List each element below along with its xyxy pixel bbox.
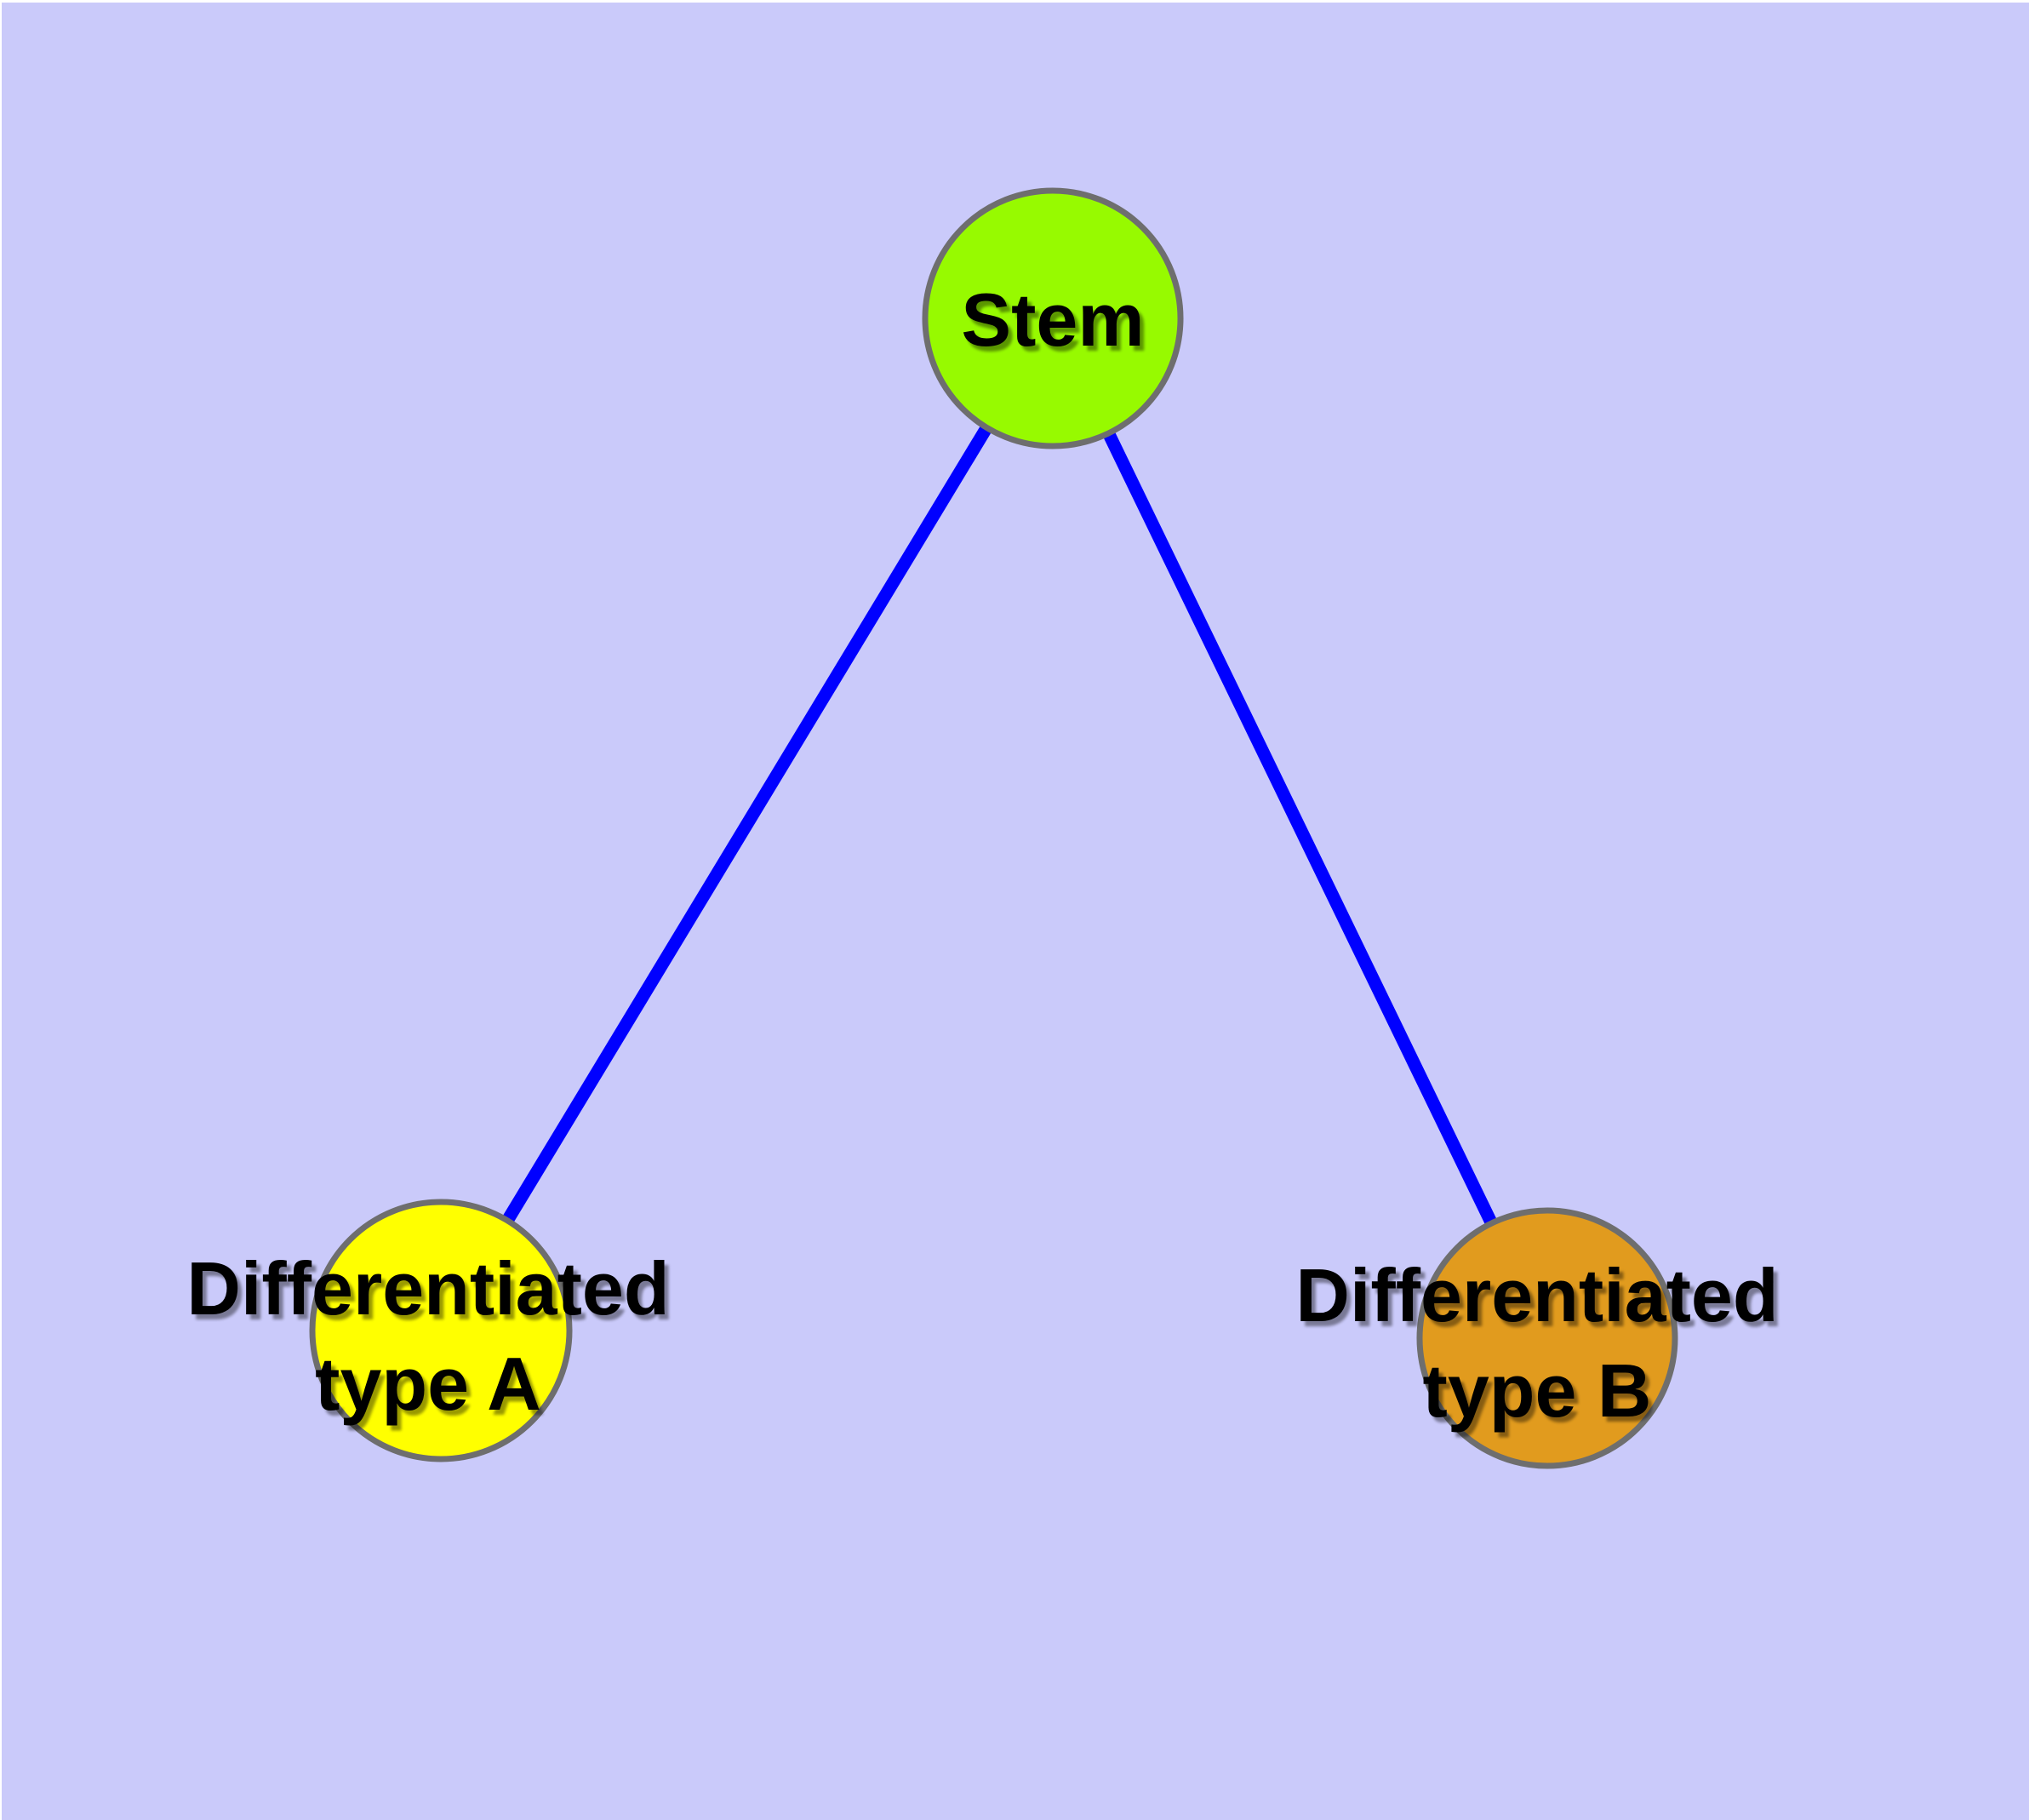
node-stem bbox=[922, 187, 1184, 449]
node-type-a bbox=[309, 1199, 573, 1462]
node-type-b bbox=[1416, 1207, 1678, 1469]
edge-stem-type-a bbox=[435, 315, 1059, 1334]
edge-stem-type-b bbox=[1047, 315, 1553, 1342]
